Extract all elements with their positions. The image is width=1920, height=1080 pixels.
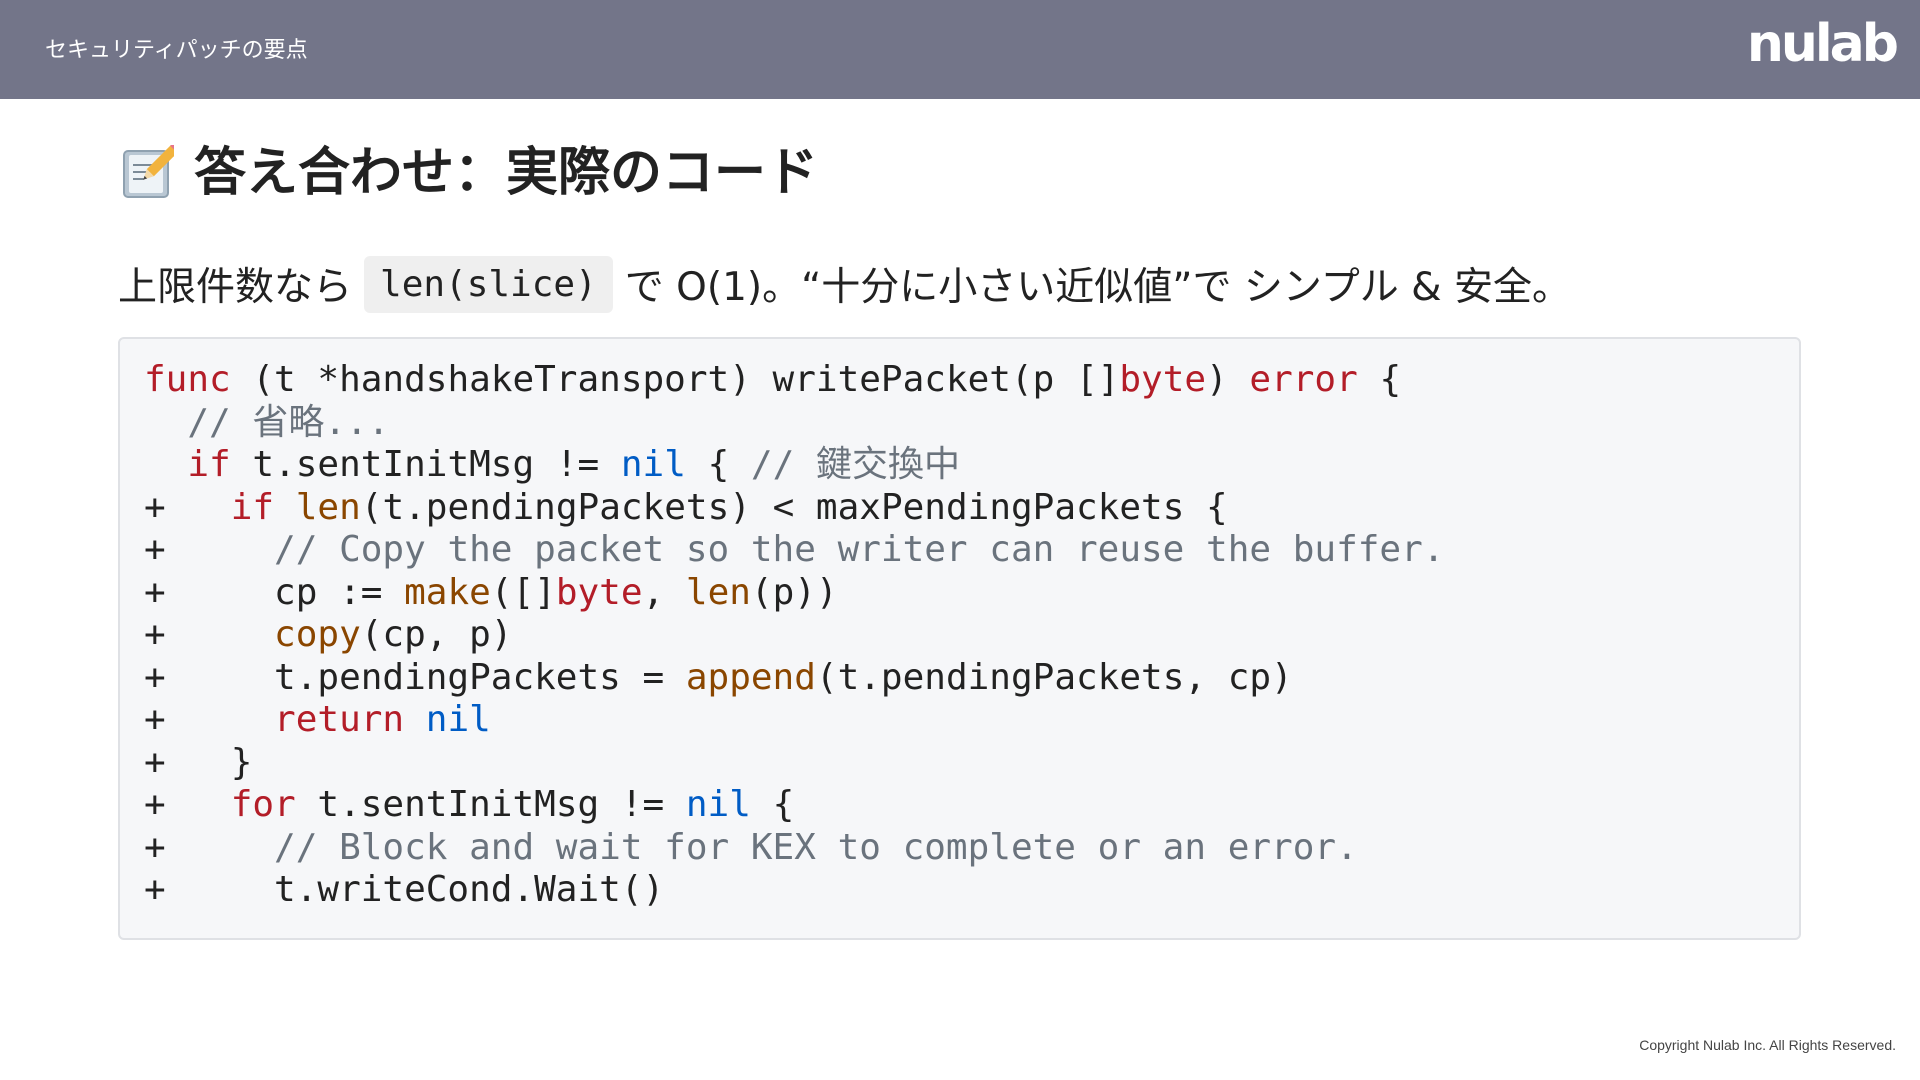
- code-token-builtin: make: [404, 571, 491, 613]
- code-line: + if len(t.pendingPackets) < maxPendingP…: [144, 487, 1775, 530]
- code-line: // 省略...: [144, 402, 1775, 445]
- code-token-plain: (t *handshakeTransport) writePacket(p []: [230, 359, 1120, 400]
- code-token-lit: nil: [620, 444, 686, 485]
- code-token-plain: (cp, p): [360, 614, 513, 655]
- inline-code: len(slice): [364, 255, 613, 313]
- code-token-plain: +: [144, 529, 275, 570]
- code-line: + for t.sentInitMsg != nil {: [144, 784, 1775, 827]
- slide-title: 答え合わせ：実際のコード: [122, 138, 818, 208]
- code-token-kw: if: [230, 486, 275, 528]
- code-token-plain: [144, 402, 187, 443]
- code-token-plain: t.sentInitMsg !=: [230, 444, 621, 485]
- header-bar: セキュリティパッチの要点 nulab: [0, 0, 1920, 99]
- section-title: セキュリティパッチの要点: [45, 38, 308, 63]
- code-line: + copy(cp, p): [144, 614, 1775, 657]
- copyright-text: Copyright Nulab Inc. All Rights Reserved…: [1639, 1037, 1896, 1053]
- code-token-plain: t.sentInitMsg !=: [295, 784, 686, 825]
- code-token-lit: nil: [425, 699, 491, 740]
- code-token-builtin: len: [295, 486, 361, 528]
- code-token-comment: // Block and wait for KEX to complete or…: [274, 826, 1358, 868]
- code-token-plain: ([]: [490, 571, 556, 613]
- code-token-kw: return: [274, 699, 405, 740]
- code-line: + // Block and wait for KEX to complete …: [144, 827, 1775, 870]
- lead-text: 上限件数なら len(slice) で O(1)。“十分に小さい近似値”で シン…: [118, 254, 1571, 314]
- code-token-lit: nil: [685, 784, 751, 825]
- code-token-kw: if: [187, 444, 231, 485]
- title-text: 答え合わせ：実際のコード: [194, 143, 819, 203]
- code-line: + }: [144, 742, 1775, 785]
- code-token-plain: + }: [144, 741, 253, 783]
- lead-before: 上限件数なら: [118, 265, 353, 310]
- code-token-plain: {: [1357, 359, 1402, 400]
- code-token-plain: + cp :=: [144, 571, 405, 613]
- code-token-plain: (t.pendingPackets) < maxPendingPackets {: [360, 486, 1228, 528]
- code-token-comment: // 鍵交換中: [750, 444, 960, 485]
- code-line: if t.sentInitMsg != nil { // 鍵交換中: [144, 444, 1775, 487]
- code-line: + cp := make([]byte, len(p)): [144, 572, 1775, 615]
- code-token-plain: {: [750, 784, 795, 825]
- code-token-plain: {: [685, 444, 751, 485]
- lead-after: で O(1)。“十分に小さい近似値”で シンプル & 安全。: [624, 265, 1571, 310]
- code-token-plain: +: [144, 486, 231, 528]
- code-token-builtin: len: [685, 571, 751, 613]
- code-token-plain: [144, 444, 187, 485]
- code-token-plain: (t.pendingPackets, cp): [815, 656, 1293, 698]
- code-token-plain: +: [144, 784, 231, 825]
- code-token-plain: + t.writeCond.Wait(): [144, 869, 665, 910]
- nulab-logo: nulab: [1746, 14, 1899, 74]
- code-token-plain: ,: [642, 571, 686, 613]
- code-token-builtin: append: [685, 656, 816, 698]
- code-token-plain: + t.pendingPackets =: [144, 656, 686, 698]
- code-token-kw: func: [144, 359, 231, 400]
- code-token-comment: // 省略...: [187, 401, 390, 443]
- code-token-kw: byte: [555, 571, 643, 613]
- code-token-kw: for: [230, 784, 296, 825]
- code-line: + // Copy the packet so the writer can r…: [144, 529, 1775, 572]
- code-token-builtin: copy: [274, 614, 361, 655]
- code-line: + t.writeCond.Wait(): [144, 869, 1775, 912]
- code-token-kw: byte: [1119, 359, 1207, 400]
- code-token-plain: +: [144, 614, 275, 655]
- code-line: + t.pendingPackets = append(t.pendingPac…: [144, 657, 1775, 700]
- code-token-plain: (p)): [750, 571, 838, 613]
- code-token-plain: ): [1206, 359, 1250, 400]
- code-token-plain: [404, 699, 426, 740]
- code-line: func (t *handshakeTransport) writePacket…: [144, 359, 1775, 402]
- code-line: + return nil: [144, 699, 1775, 742]
- memo-pencil-icon: [122, 141, 182, 201]
- code-token-comment: // Copy the packet so the writer can reu…: [274, 529, 1445, 570]
- code-token-plain: +: [144, 699, 275, 740]
- code-token-kw: error: [1249, 359, 1358, 400]
- code-block: func (t *handshakeTransport) writePacket…: [118, 337, 1801, 940]
- code-token-plain: [274, 487, 296, 528]
- code-token-plain: +: [144, 826, 275, 868]
